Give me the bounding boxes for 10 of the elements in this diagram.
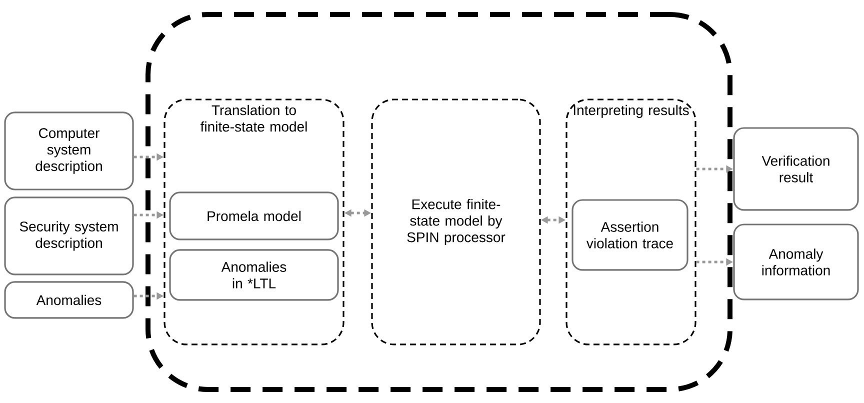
process-box: Assertion violation trace (572, 199, 688, 271)
process-box: Anomalies (4, 281, 134, 319)
process-box: Verification result (733, 127, 859, 211)
process-box: Security system description (4, 196, 134, 276)
process-box: Computer system description (4, 112, 134, 190)
outer-dashed-frame (146, 12, 732, 392)
process-box: Promela model (169, 192, 339, 240)
dashed-group: Execute finite-state model by SPIN processor (371, 98, 541, 346)
process-box: Anomaly information (733, 224, 859, 300)
process-box: Anomalies in *LTL (169, 249, 339, 301)
